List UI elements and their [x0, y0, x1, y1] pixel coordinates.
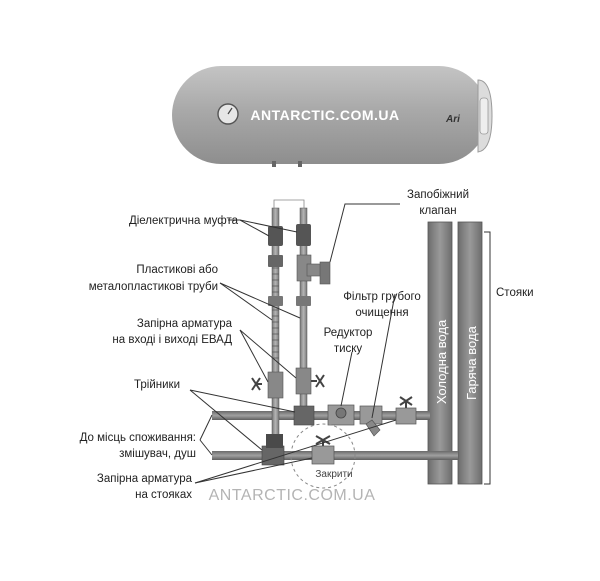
tee-cold-inlet — [261, 445, 285, 466]
label-coarse-filter-line1: Фільтр грубого — [343, 291, 421, 303]
riser-shutoff-hot-icon — [311, 435, 335, 465]
label-risers: Стояки — [496, 287, 534, 299]
pressure-reducer-icon — [327, 404, 355, 426]
cold-water-riser — [427, 221, 453, 485]
leader-lines — [189, 203, 491, 485]
footer-watermark: ANTARCTIC.COM.UA — [209, 487, 376, 504]
label-closed: Закрити — [315, 469, 352, 480]
cold-water-label: Холодна вода — [434, 319, 449, 404]
dielectric-coupling-hot — [296, 224, 311, 246]
thermometer-gauge-icon — [217, 103, 239, 125]
shutoff-valve-outlet-icon — [295, 367, 325, 395]
label-safety-valve-line1: Запобіжний — [407, 189, 469, 201]
hot-water-supply-line — [212, 451, 458, 460]
hot-water-riser — [457, 221, 483, 485]
label-reducer-line2: тиску — [334, 343, 363, 355]
label-shutoff-risers-line1: Запірна арматура — [97, 473, 193, 485]
water-heater-tank — [172, 66, 493, 167]
label-pipes-line2: металопластикові труби — [89, 281, 218, 293]
label-reducer-line1: Редуктор — [324, 327, 373, 339]
label-tees: Трійники — [134, 379, 180, 391]
label-consumers-line1: До місць споживання: — [80, 432, 196, 444]
tee-hot-outlet — [293, 405, 315, 426]
label-shutoff-ebad-line2: на вході і виході ЕВАД — [112, 334, 232, 346]
label-coarse-filter-line2: очищення — [355, 307, 408, 319]
dielectric-coupling-cold — [268, 226, 283, 246]
label-safety-valve-line2: клапан — [419, 205, 456, 217]
cold-water-supply-line — [212, 411, 430, 420]
label-pipes-line1: Пластикові або — [136, 264, 218, 276]
riser-shutoff-cold-icon — [395, 396, 417, 425]
label-dielectric-coupling: Діелектрична муфта — [129, 215, 239, 227]
brand-logo: Ari — [445, 114, 460, 125]
heater-watermark: ANTARCTIC.COM.UA — [250, 107, 399, 123]
shutoff-valve-inlet-icon — [251, 371, 284, 399]
coarse-filter-icon — [359, 405, 383, 437]
label-consumers-line2: змішувач, душ — [119, 448, 196, 460]
hot-water-label: Гаряча вода — [464, 325, 479, 400]
label-shutoff-ebad-line1: Запірна арматура — [137, 318, 233, 330]
safety-valve-icon — [306, 261, 331, 285]
label-shutoff-risers-line2: на стояках — [135, 489, 192, 501]
closed-indicator-circle — [290, 423, 356, 489]
